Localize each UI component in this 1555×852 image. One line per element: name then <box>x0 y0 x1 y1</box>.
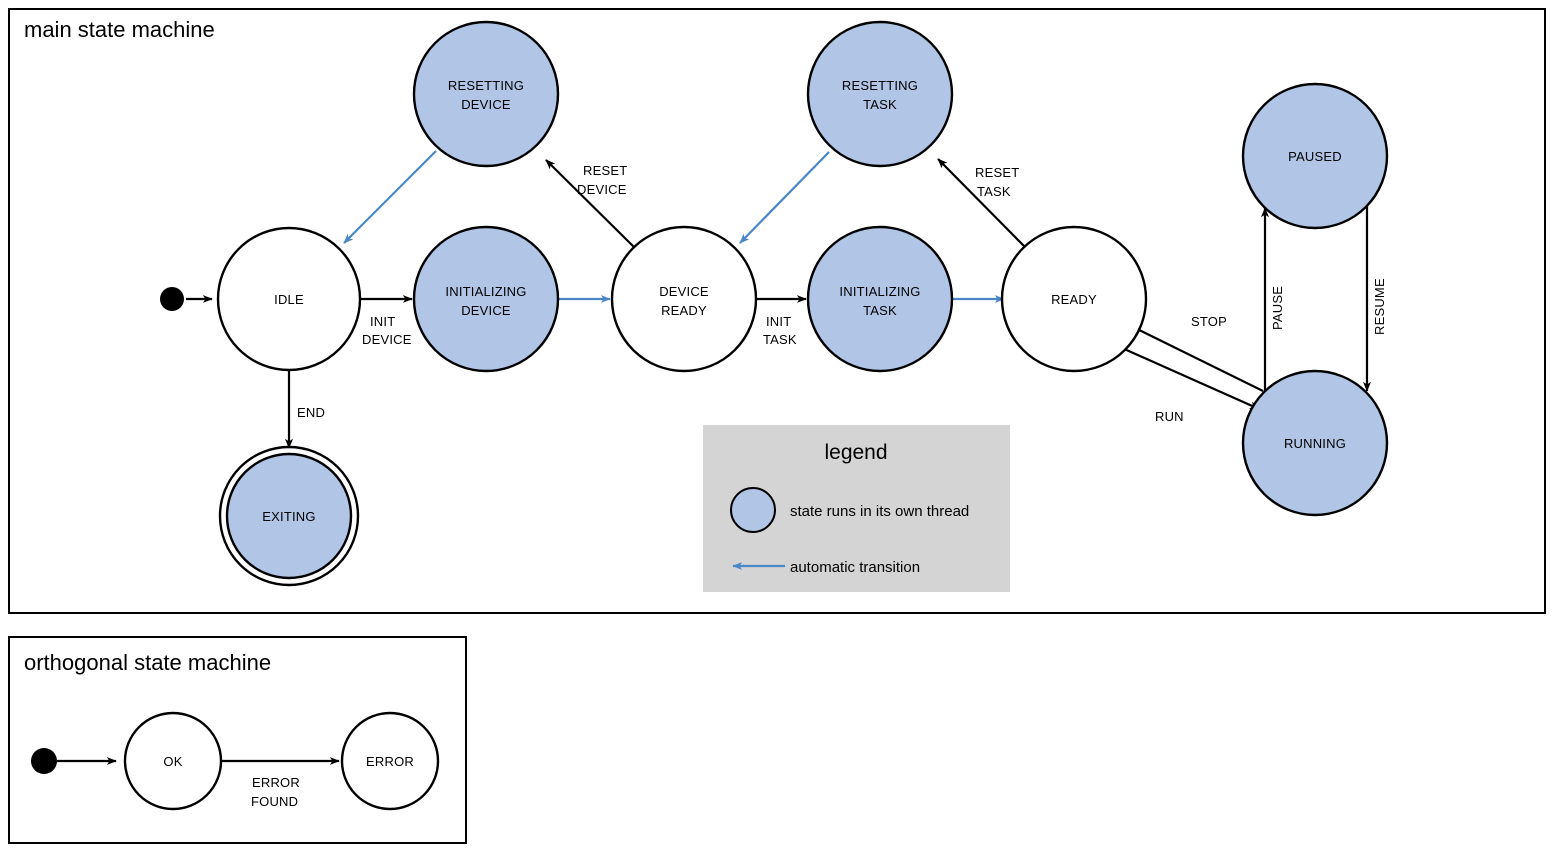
initial-state-dot <box>160 287 184 311</box>
state-initializing-task-circle[interactable] <box>806 225 954 373</box>
legend-title: legend <box>824 441 887 464</box>
main-state-machine-frame: main state machine <box>8 8 1546 614</box>
state-resetting-device-label-1: RESETTING <box>448 78 524 93</box>
state-initializing-task[interactable]: INITIALIZING TASK <box>806 225 954 373</box>
orthogonal-transition-ok-error: ERROR FOUND <box>221 757 340 809</box>
transition-idle-init-device-label-1: INIT <box>370 314 395 329</box>
transition-ready-run: RUN <box>1121 346 1260 424</box>
state-paused-circle[interactable] <box>1241 82 1389 230</box>
transition-device-ready-reset-label-1: RESET <box>583 163 627 178</box>
state-ok-label-1: OK <box>163 754 182 769</box>
orthogonal-frame-title: orthogonal state machine <box>24 650 271 675</box>
state-error[interactable]: ERROR <box>340 711 440 811</box>
state-paused-label-1: PAUSED <box>1288 149 1342 164</box>
state-idle-label-1: IDLE <box>274 292 304 307</box>
transition-device-ready-init-task: INIT TASK <box>756 295 807 347</box>
state-resetting-task-label-1: RESETTING <box>842 78 918 93</box>
transition-device-ready-reset-line <box>545 159 637 250</box>
state-ready[interactable]: READY <box>1000 225 1148 373</box>
state-ok[interactable]: OK <box>123 711 223 811</box>
state-exiting-outer-ring <box>218 445 360 587</box>
transition-running-stop-line <box>1130 325 1264 392</box>
transition-paused-resume: RESUME <box>1363 206 1387 392</box>
state-error-circle[interactable] <box>340 711 440 811</box>
state-initializing-task-label-2: TASK <box>863 303 897 318</box>
state-resetting-device-label-2: DEVICE <box>461 97 511 112</box>
state-resetting-device[interactable]: RESETTING DEVICE <box>412 20 560 168</box>
state-running-circle[interactable] <box>1241 369 1389 517</box>
state-exiting-circle[interactable] <box>225 452 353 580</box>
legend: legend state runs in its own thread auto… <box>703 425 1010 592</box>
state-ready-label-1: READY <box>1051 292 1097 307</box>
state-initializing-task-label-1: INITIALIZING <box>839 284 920 299</box>
main-frame-border <box>8 8 1546 614</box>
transition-resetting-task-auto-line <box>739 151 830 244</box>
transition-ready-run-line <box>1121 346 1260 411</box>
legend-thread-state-text: state runs in its own thread <box>790 503 969 520</box>
transition-resetting-task-auto <box>739 151 830 244</box>
transition-device-ready-init-task-label-2: TASK <box>763 332 797 347</box>
state-initializing-device-label-1: INITIALIZING <box>445 284 526 299</box>
state-error-label-1: ERROR <box>366 754 414 769</box>
transition-idle-end-label: END <box>297 405 325 420</box>
transition-device-ready-init-task-label-1: INIT <box>766 314 791 329</box>
state-initializing-device-label-2: DEVICE <box>461 303 511 318</box>
state-exiting-label-1: EXITING <box>262 509 315 524</box>
transition-ready-reset-task-label-2: TASK <box>977 184 1011 199</box>
orthogonal-frame-border <box>8 636 467 844</box>
transition-ready-reset-task-label-1: RESET <box>975 165 1019 180</box>
orthogonal-state-machine-frame: orthogonal state machine ERROR FOUND OK … <box>8 636 467 844</box>
state-device-ready-label-1: DEVICE <box>659 284 709 299</box>
orthogonal-initial-state-dot <box>31 748 57 774</box>
state-initializing-device[interactable]: INITIALIZING DEVICE <box>412 225 560 373</box>
transition-ready-reset-task-line <box>937 158 1027 249</box>
state-paused[interactable]: PAUSED <box>1241 82 1389 230</box>
state-exiting[interactable]: EXITING <box>218 445 360 587</box>
transition-paused-resume-label: RESUME <box>1372 278 1387 335</box>
transition-resetting-device-auto <box>343 150 437 244</box>
transition-idle-init-device-label-2: DEVICE <box>362 332 412 347</box>
state-resetting-device-circle[interactable] <box>412 20 560 168</box>
transition-running-stop-label: STOP <box>1191 314 1227 329</box>
transition-running-pause-label: PAUSE <box>1270 286 1285 330</box>
state-device-ready-circle[interactable] <box>610 225 758 373</box>
legend-thread-state-swatch <box>730 487 776 533</box>
state-running-label-1: RUNNING <box>1284 436 1346 451</box>
state-ready-circle[interactable] <box>1000 225 1148 373</box>
state-resetting-task[interactable]: RESETTING TASK <box>806 20 954 168</box>
state-running[interactable]: RUNNING <box>1241 369 1389 517</box>
transition-resetting-device-auto-line <box>343 150 437 244</box>
transition-idle-init-device: INIT DEVICE <box>360 295 413 347</box>
transition-ready-reset-task: RESET TASK <box>937 158 1027 249</box>
main-frame-title: main state machine <box>24 17 215 42</box>
orthogonal-transition-ok-error-label-2: FOUND <box>251 794 298 809</box>
state-device-ready-label-2: READY <box>661 303 707 318</box>
state-idle[interactable]: IDLE <box>216 226 362 372</box>
transition-ready-run-label: RUN <box>1155 409 1184 424</box>
state-ok-circle[interactable] <box>123 711 223 811</box>
state-idle-circle[interactable] <box>216 226 362 372</box>
state-device-ready[interactable]: DEVICE READY <box>610 225 758 373</box>
state-resetting-task-label-2: TASK <box>863 97 897 112</box>
state-initializing-device-circle[interactable] <box>412 225 560 373</box>
orthogonal-transition-ok-error-label-1: ERROR <box>252 775 300 790</box>
legend-automatic-transition-text: automatic transition <box>790 559 920 576</box>
transition-running-stop: STOP <box>1130 314 1264 392</box>
transition-device-ready-reset-label-2: DEVICE <box>577 182 627 197</box>
transition-running-pause: PAUSE <box>1261 207 1285 396</box>
transition-device-ready-reset: RESET DEVICE <box>545 159 637 250</box>
state-resetting-task-circle[interactable] <box>806 20 954 168</box>
transition-idle-end: END <box>285 371 325 449</box>
